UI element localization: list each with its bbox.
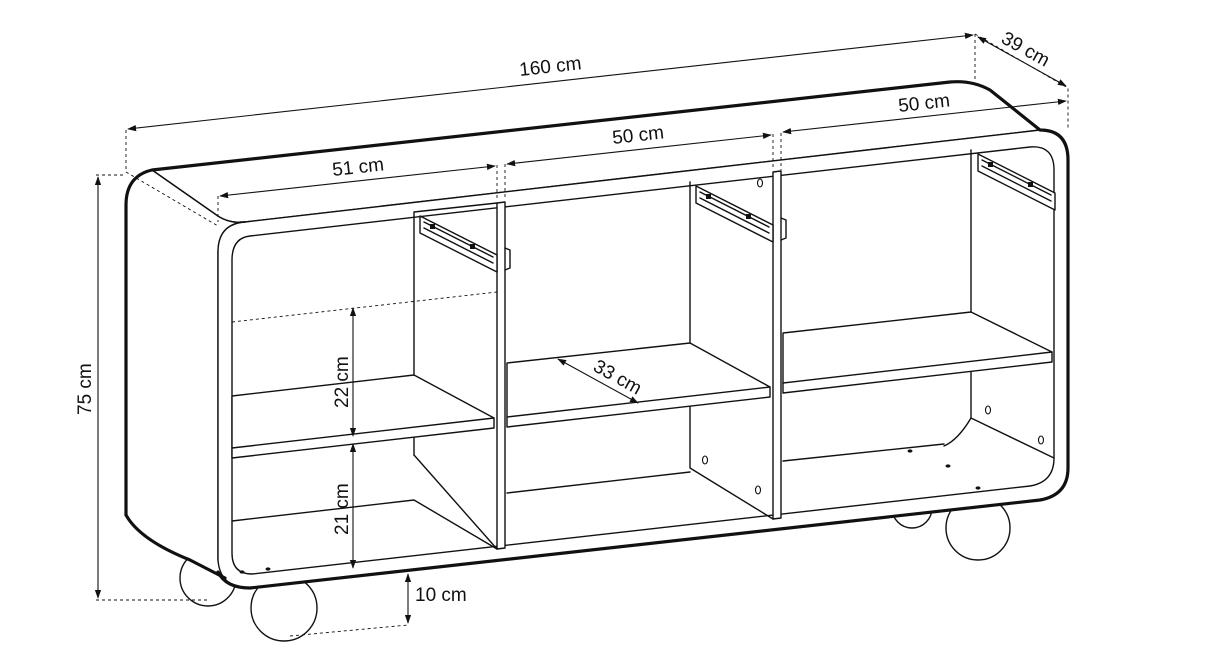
drawer-slide-right: [977, 153, 1056, 211]
compartments: [231, 149, 1055, 550]
label-depth: 39 cm: [998, 28, 1053, 71]
label-shelf-lower: 21 cm: [332, 483, 353, 535]
label-shelf-upper: 22 cm: [332, 356, 353, 408]
middle-bottom: [506, 471, 691, 494]
divider-left: [496, 201, 506, 550]
divider-left-depth: [413, 454, 498, 550]
middle-compartment-back: [689, 181, 774, 520]
left-lower-shelf: [231, 499, 498, 550]
divider-right: [772, 170, 782, 520]
dim-line-depth: [977, 36, 1067, 87]
right-compartment-side: [970, 417, 1055, 459]
dim-line-total-width: [127, 32, 974, 132]
right-shelf-front: [782, 351, 1053, 384]
dim-line-compartment-right: [782, 98, 1067, 135]
drawer-slide-left: [419, 215, 511, 273]
label-leg-height: 10 cm: [415, 585, 467, 606]
dimension-lines: [94, 32, 1067, 624]
cabinet-base-curve: [124, 513, 227, 580]
dim-line-compartment-left: [219, 163, 496, 199]
cabinet-outline: [124, 80, 1070, 590]
drawer-slides: [419, 153, 1056, 273]
label-total-width: 160 cm: [518, 53, 582, 81]
assembly-holes: [239, 178, 1045, 574]
cabinet-top-front-edge: [214, 213, 246, 224]
label-height: 75 cm: [75, 363, 96, 415]
right-bottom: [782, 443, 945, 462]
left-upper-shelf-front: [231, 417, 495, 449]
extension-lines: [96, 33, 1069, 637]
dim-line-shelf-depth: [557, 358, 639, 404]
drawer-slide-middle: [695, 185, 787, 243]
dim-line-compartment-middle: [506, 132, 772, 167]
